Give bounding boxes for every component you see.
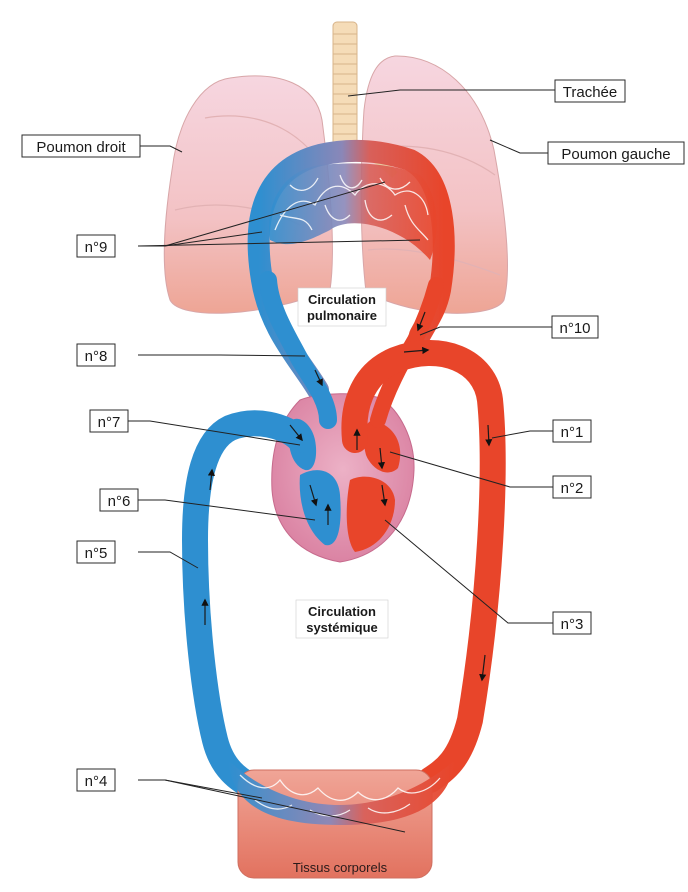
svg-text:n°2: n°2 <box>561 480 584 497</box>
label-n9: n°9 <box>76 234 116 258</box>
label-poumon-gauche: Poumon gauche <box>547 141 685 165</box>
svg-text:n°8: n°8 <box>85 348 108 365</box>
left-ventricle <box>346 476 395 552</box>
svg-text:Poumon droit: Poumon droit <box>36 139 126 156</box>
svg-text:n°9: n°9 <box>85 239 108 256</box>
leader-lines <box>128 89 555 833</box>
right-ventricle <box>299 470 341 546</box>
systemic-caption-line2: systémique <box>306 620 378 635</box>
label-n6: n°6 <box>99 488 139 512</box>
pulmonary-artery <box>259 271 337 429</box>
label-n10: n°10 <box>551 315 599 339</box>
pulmonary-vein <box>370 277 444 428</box>
label-n5: n°5 <box>76 540 116 564</box>
vena-cava <box>181 410 313 801</box>
systemic-circulation-caption: Circulation systémique <box>295 599 389 639</box>
pulmonary-caption-line2: pulmonaire <box>307 308 377 323</box>
label-n2: n°2 <box>552 475 592 499</box>
systemic-caption-line1: Circulation <box>308 604 376 619</box>
svg-text:n°7: n°7 <box>98 414 121 431</box>
aorta <box>341 340 506 793</box>
label-n4: n°4 <box>76 768 116 792</box>
svg-text:n°5: n°5 <box>85 545 108 562</box>
pulmonary-circulation-caption: Circulation pulmonaire <box>297 287 387 327</box>
svg-text:Trachée: Trachée <box>563 84 617 101</box>
svg-text:n°3: n°3 <box>561 616 584 633</box>
label-trachee: Trachée <box>554 79 626 103</box>
label-poumon-droit: Poumon droit <box>21 134 141 158</box>
label-n3: n°3 <box>552 611 592 635</box>
svg-text:n°4: n°4 <box>85 773 108 790</box>
label-n8: n°8 <box>76 343 116 367</box>
flow-arrows <box>201 311 493 682</box>
svg-text:n°10: n°10 <box>559 320 590 337</box>
svg-text:n°6: n°6 <box>108 493 131 510</box>
label-n1: n°1 <box>552 419 592 443</box>
left-atrium <box>363 420 401 473</box>
svg-text:n°1: n°1 <box>561 424 584 441</box>
svg-text:Poumon gauche: Poumon gauche <box>561 146 670 163</box>
body-tissues: Tissus corporels <box>228 760 455 879</box>
pulmonary-caption-line1: Circulation <box>308 292 376 307</box>
label-n7: n°7 <box>89 409 129 433</box>
tissues-caption: Tissus corporels <box>293 860 388 875</box>
